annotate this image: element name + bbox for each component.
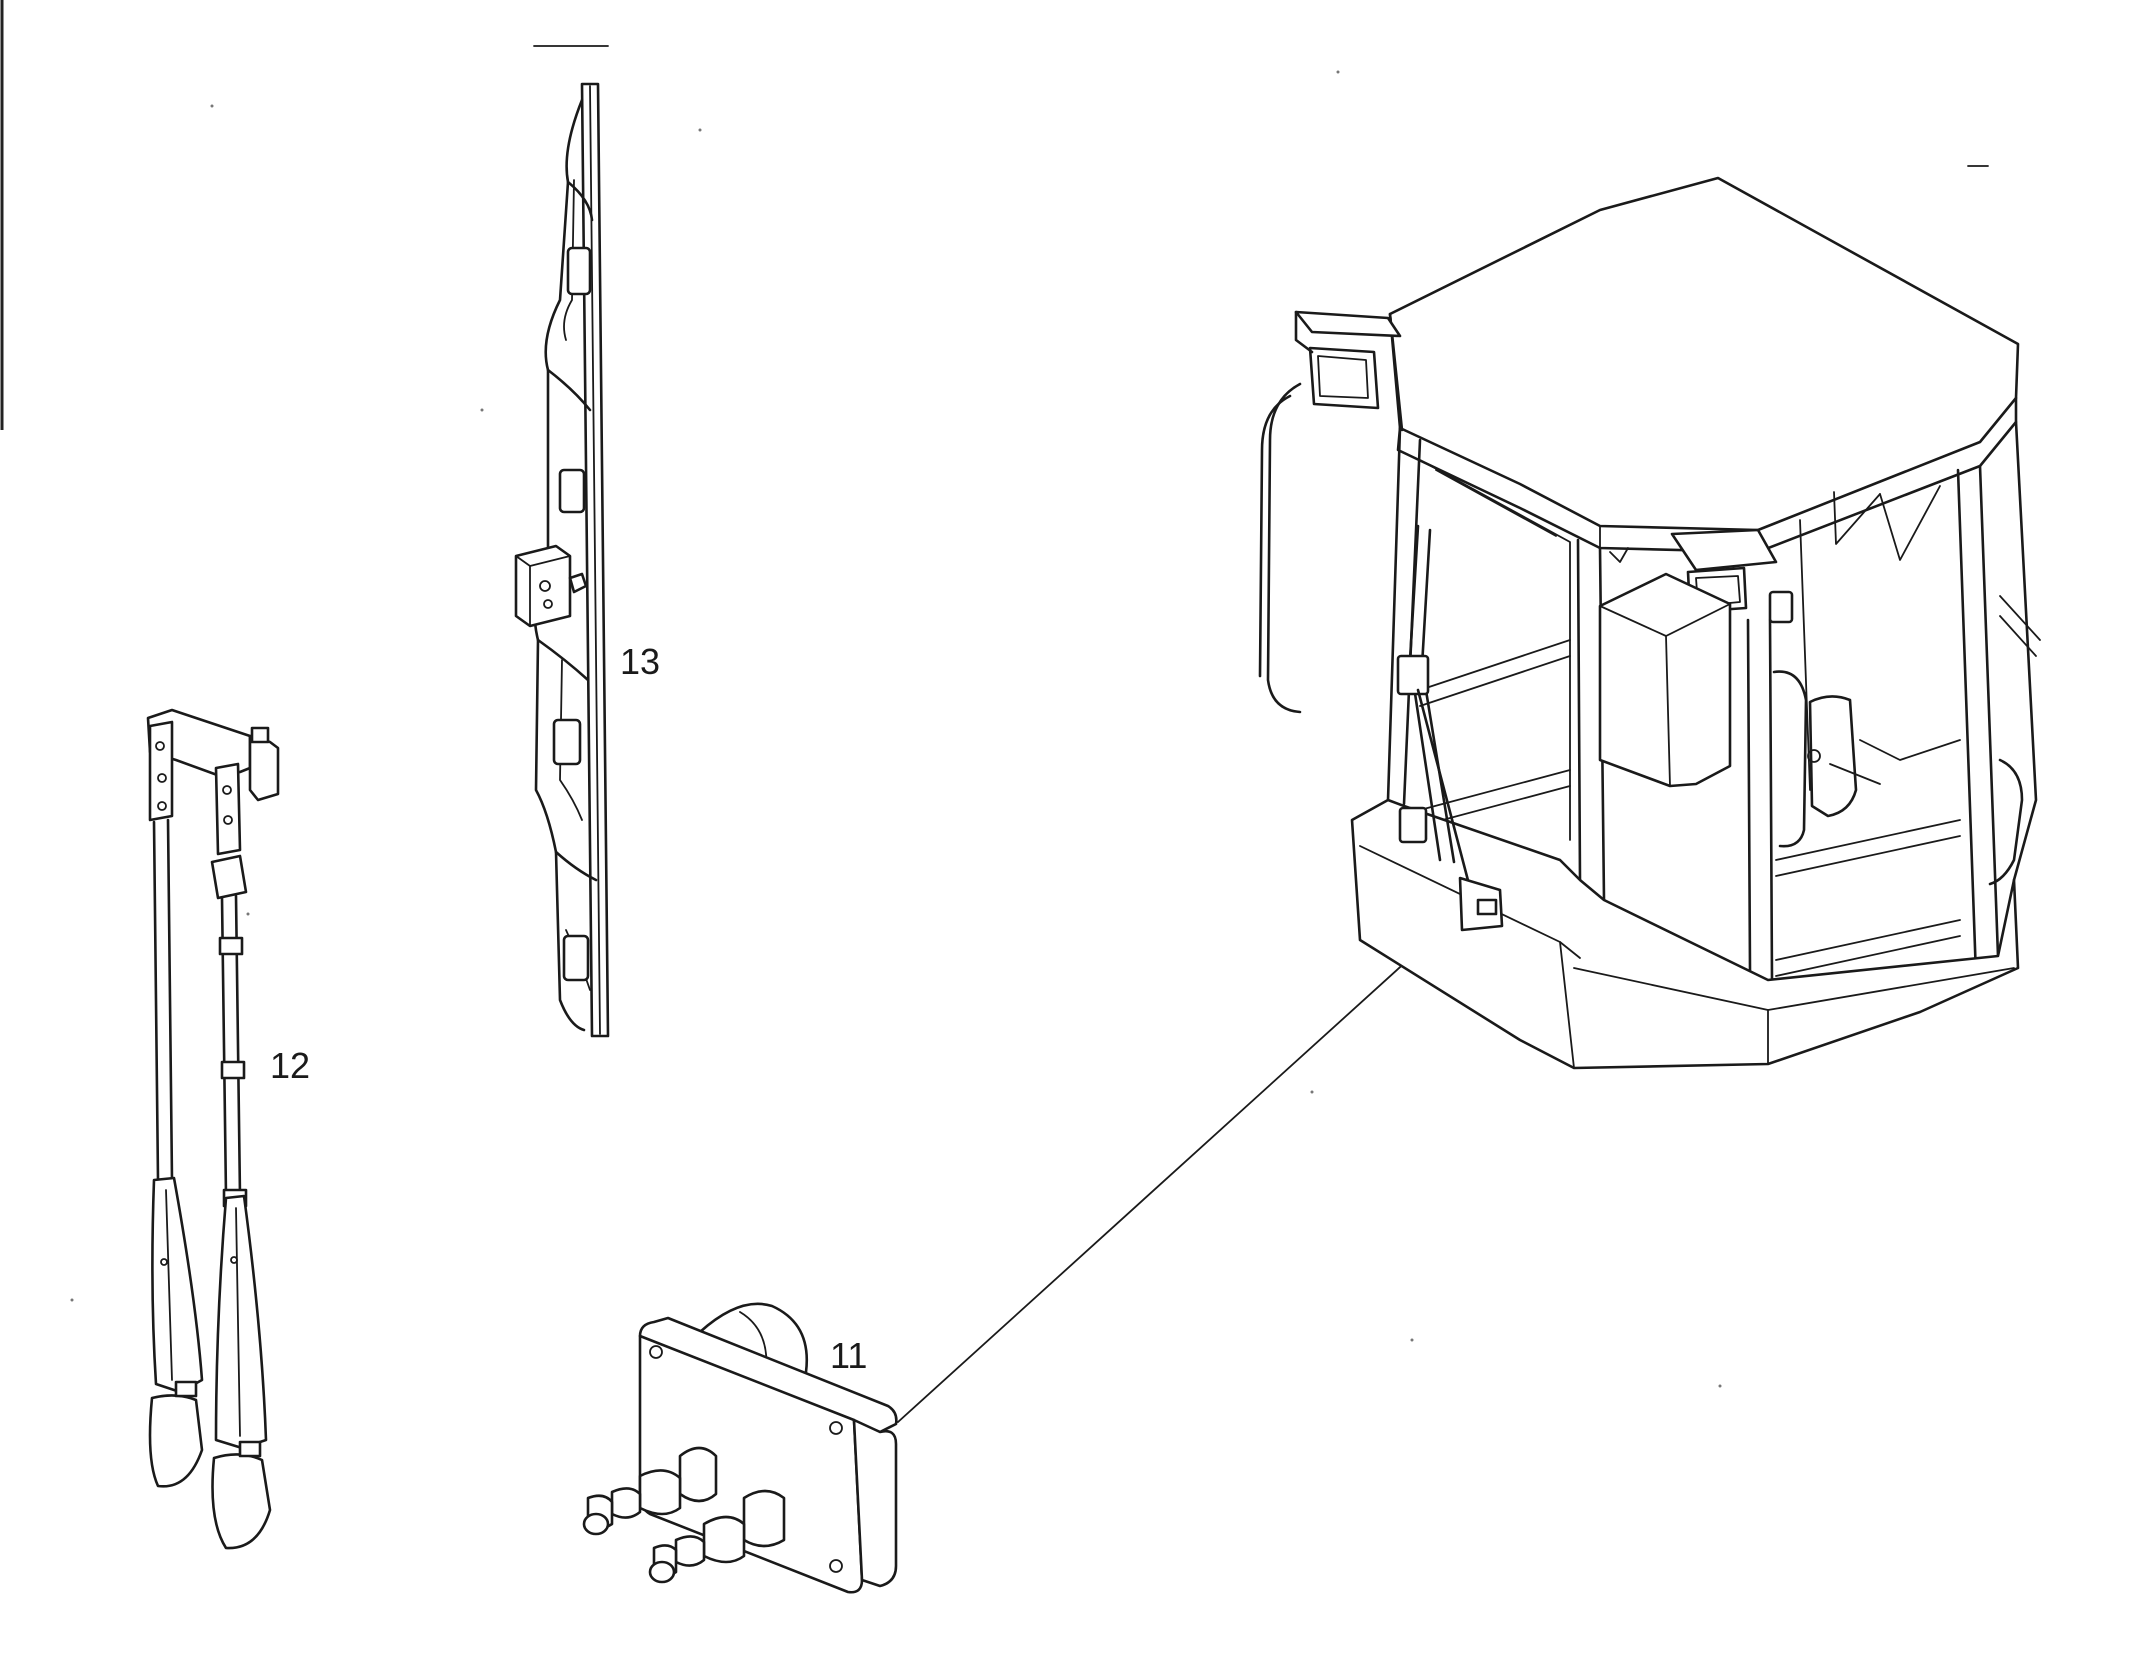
callout-13: 13 — [620, 641, 660, 682]
wiper-motor-part-11 — [582, 1302, 898, 1594]
operator-cab — [1258, 176, 2041, 1070]
callout-12: 12 — [270, 1045, 310, 1086]
scan-artifacts — [0, 0, 1989, 1388]
leader-line-motor-to-cab — [897, 939, 1431, 1423]
wiper-blade-part-13 — [514, 82, 610, 1038]
wiper-arms-part-12 — [146, 708, 280, 1550]
callout-11: 11 — [830, 1335, 867, 1376]
